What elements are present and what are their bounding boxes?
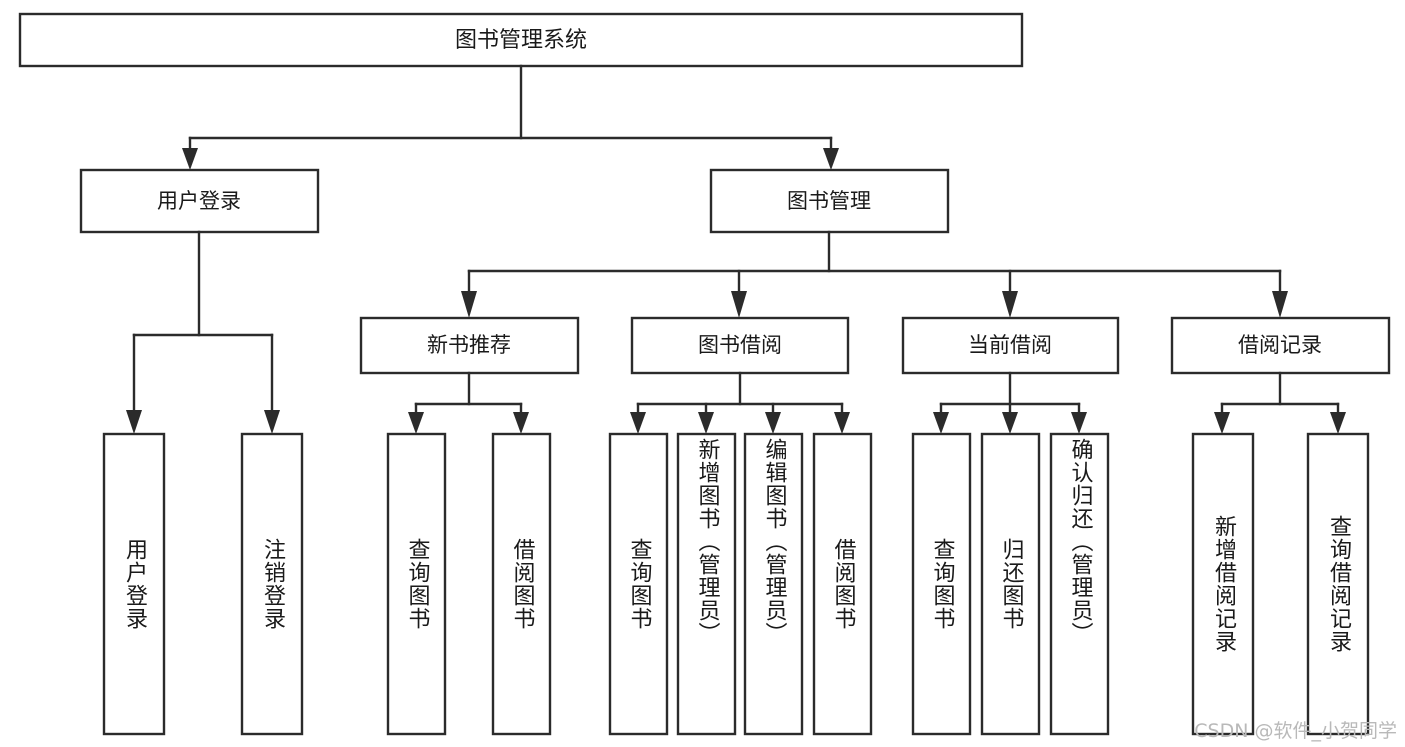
leaf-box-nbr-0[interactable] xyxy=(386,432,447,736)
arrowhead-bb-leaf-2 xyxy=(698,412,714,434)
arrowhead-to-book-borrow xyxy=(731,291,747,318)
book-management-label: 图书管理 xyxy=(787,189,871,213)
leaf-box-cb-1[interactable] xyxy=(980,432,1041,736)
node-borrow-record[interactable]: 借阅记录 xyxy=(1170,316,1391,375)
leaf-box-user-login-1[interactable] xyxy=(240,432,304,736)
arrowhead-to-book-management xyxy=(823,148,839,170)
leaf-box-bb-3[interactable] xyxy=(812,432,873,736)
node-book-management[interactable]: 图书管理 xyxy=(709,168,950,234)
current-borrow-box[interactable] xyxy=(901,316,1120,375)
new-book-recommend-box[interactable] xyxy=(359,316,580,375)
arrowhead-userlogin-leaf-1 xyxy=(126,410,142,434)
book-management-box[interactable] xyxy=(709,168,950,234)
arrowhead-br-leaf-1 xyxy=(1214,412,1230,434)
leaf-box-user-login-0[interactable] xyxy=(102,432,166,736)
leaf-box-br-1[interactable] xyxy=(1306,432,1370,736)
node-user-login[interactable]: 用户登录 xyxy=(79,168,320,234)
book-borrow-box[interactable] xyxy=(630,316,850,375)
arrowhead-bb-leaf-3 xyxy=(765,412,781,434)
arrowhead-bb-leaf-4 xyxy=(834,412,850,434)
node-new-book-recommend[interactable]: 新书推荐 xyxy=(359,316,580,375)
arrowhead-bb-leaf-1 xyxy=(630,412,646,434)
leaf-box-bb-1[interactable] xyxy=(676,432,737,736)
node-current-borrow[interactable]: 当前借阅 xyxy=(901,316,1120,375)
leaf-box-nbr-1[interactable] xyxy=(491,432,552,736)
arrowhead-to-user-login xyxy=(182,148,198,170)
borrow-record-box[interactable] xyxy=(1170,316,1391,375)
node-root[interactable]: 图书管理系统 xyxy=(18,12,1024,68)
arrowhead-nbr-leaf-2 xyxy=(513,412,529,434)
arrowhead-userlogin-leaf-2 xyxy=(264,410,280,434)
arrowhead-to-borrow-record xyxy=(1272,291,1288,318)
leaf-box-bb-0[interactable] xyxy=(608,432,669,736)
arrowhead-cb-leaf-3 xyxy=(1071,412,1087,434)
leaf-box-bb-2[interactable] xyxy=(743,432,804,736)
book-borrow-label: 图书借阅 xyxy=(698,333,782,357)
leaf-box-br-0[interactable] xyxy=(1191,432,1255,736)
current-borrow-label: 当前借阅 xyxy=(968,333,1052,357)
arrowhead-cb-leaf-1 xyxy=(933,412,949,434)
arrowhead-nbr-leaf-1 xyxy=(408,412,424,434)
root-box[interactable] xyxy=(18,12,1024,68)
leaf-box-cb-0[interactable] xyxy=(911,432,972,736)
node-book-borrow[interactable]: 图书借阅 xyxy=(630,316,850,375)
new-book-recommend-label: 新书推荐 xyxy=(427,333,511,357)
user-login-label: 用户登录 xyxy=(157,189,241,213)
arrowhead-br-leaf-2 xyxy=(1330,412,1346,434)
borrow-record-label: 借阅记录 xyxy=(1238,333,1322,357)
watermark: CSDN @软件_小贺同学 xyxy=(1194,720,1397,742)
arrowhead-to-current-borrow xyxy=(1002,291,1018,318)
root-label: 图书管理系统 xyxy=(455,28,587,53)
arrowhead-cb-leaf-2 xyxy=(1002,412,1018,434)
arrowhead-to-new-book-recommend xyxy=(461,291,477,318)
leaf-box-cb-2[interactable] xyxy=(1049,432,1110,736)
